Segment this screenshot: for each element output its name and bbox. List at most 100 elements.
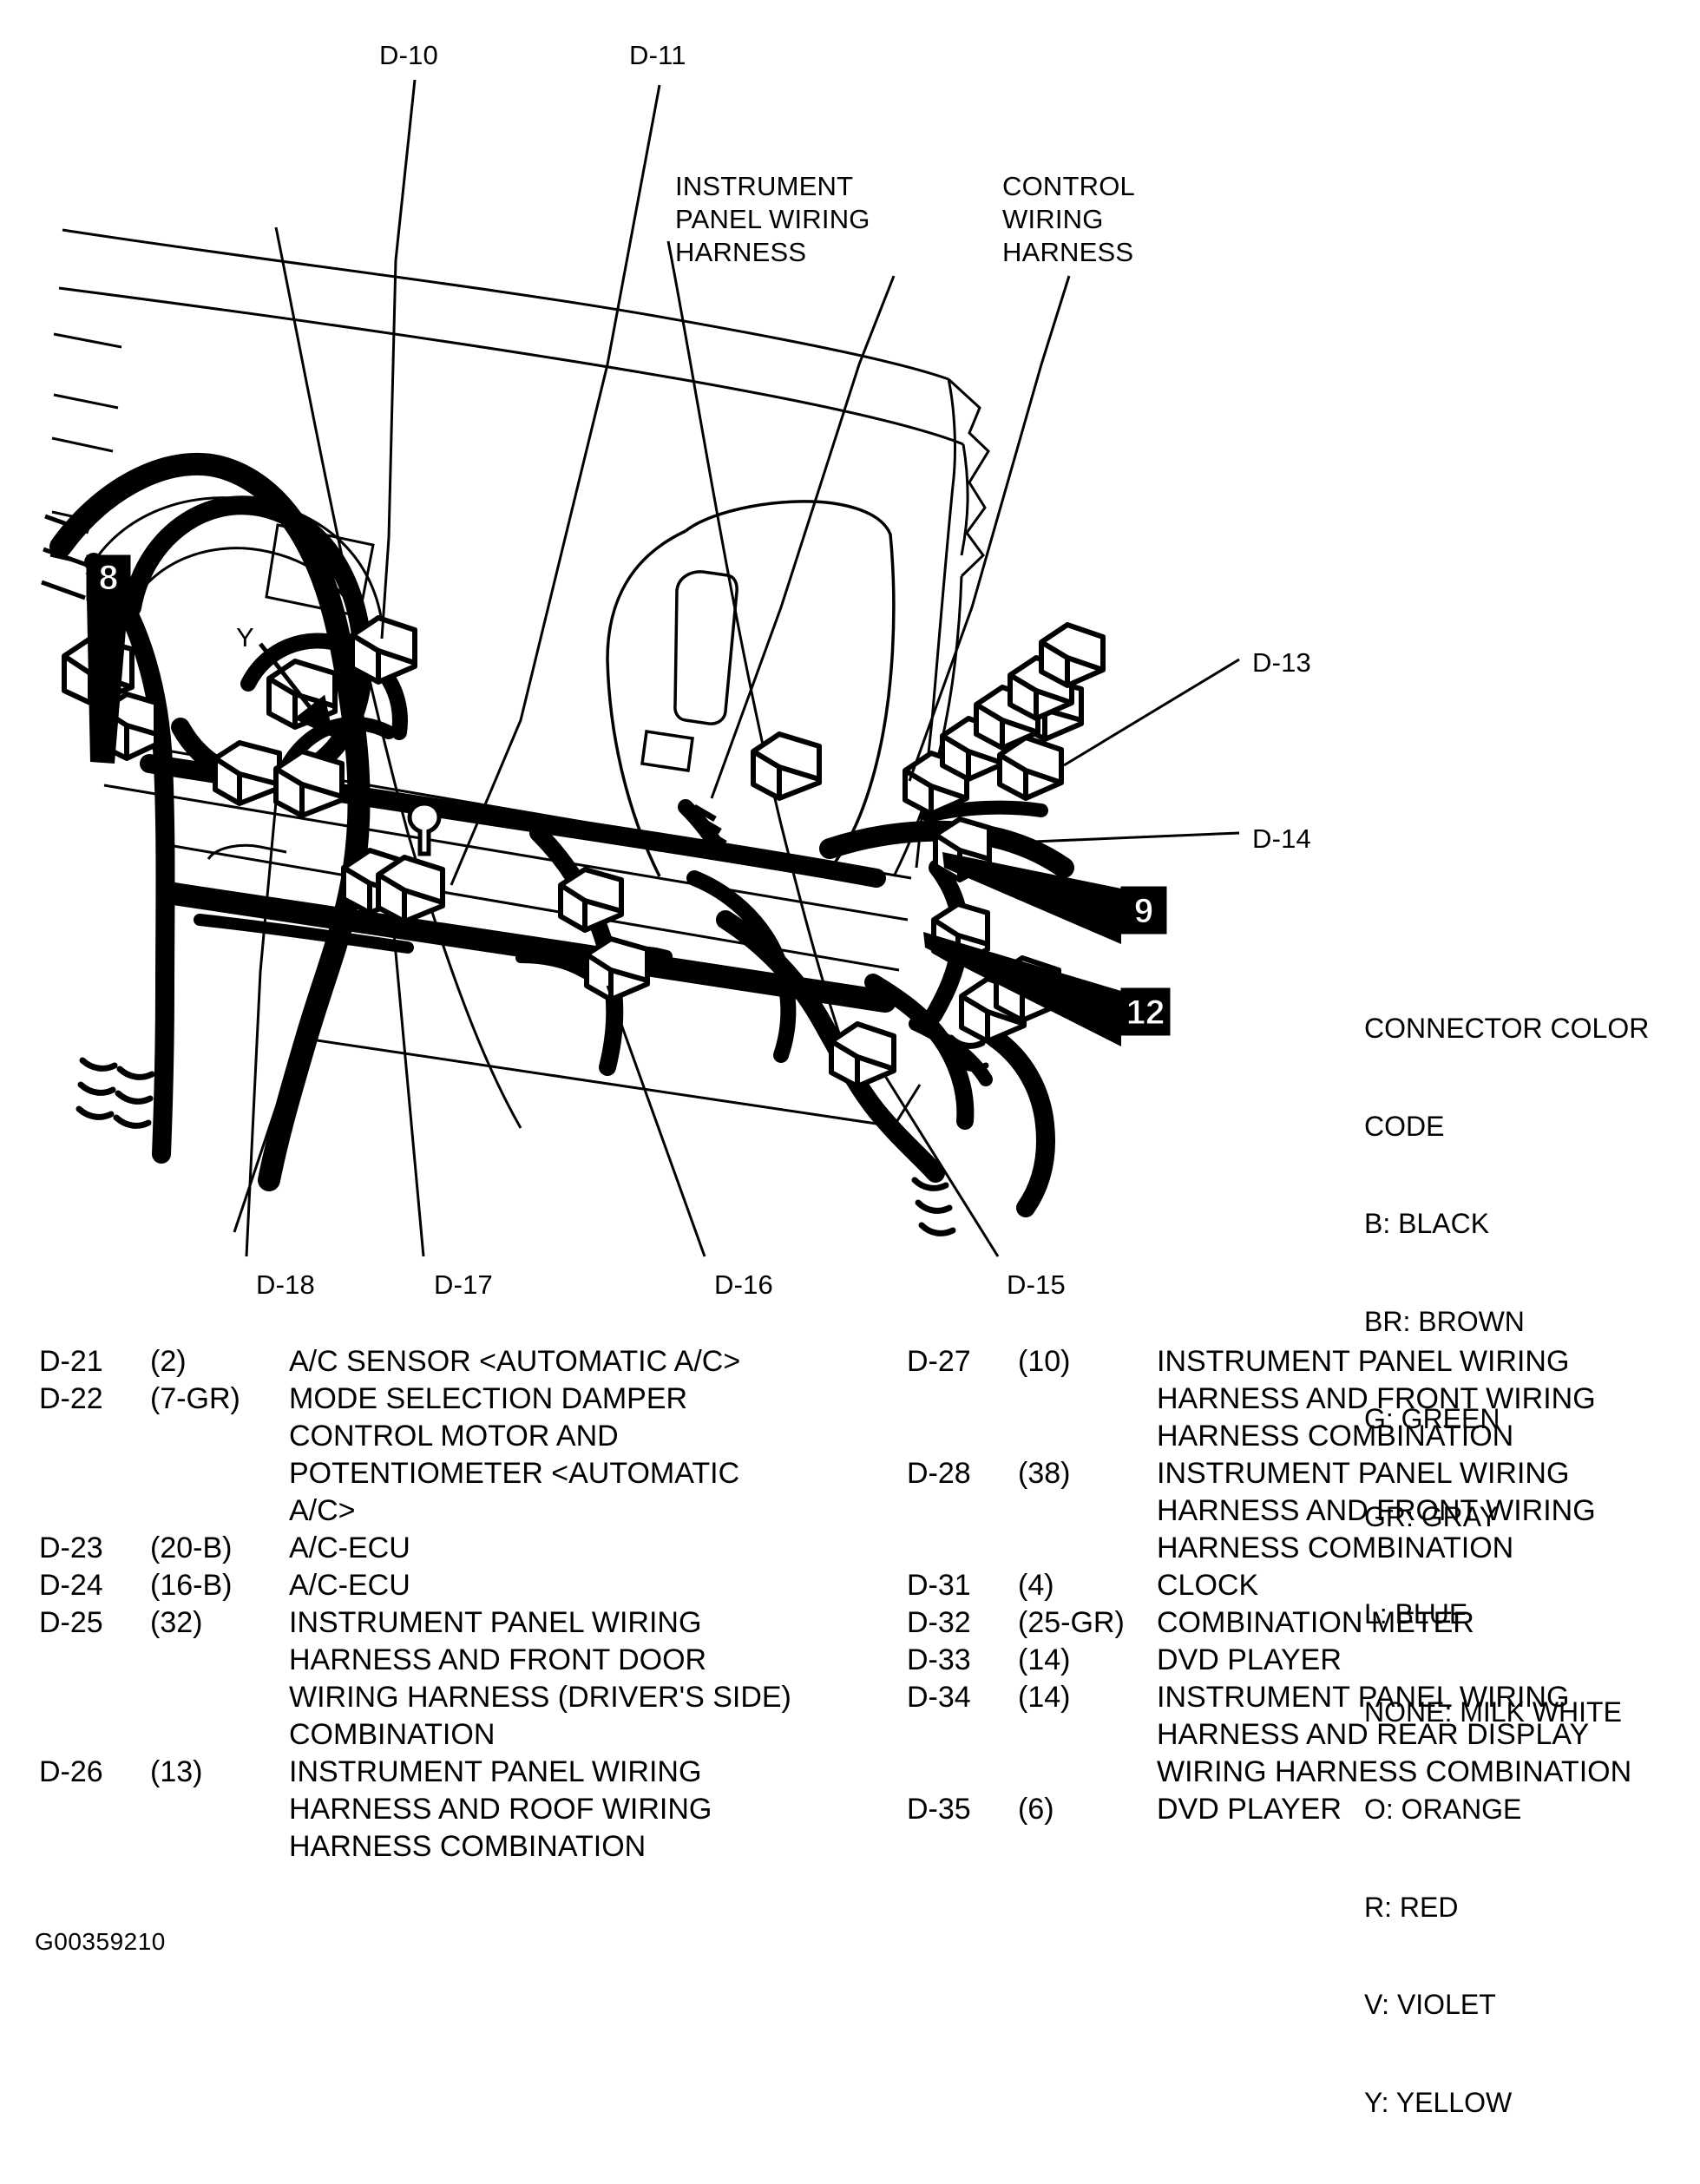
color-code-title-line1: CONNECTOR COLOR	[1364, 1013, 1650, 1044]
color-code-entry: G: GREEN	[1364, 1403, 1500, 1434]
connector-pins: (13)	[150, 1755, 203, 1788]
conduit-hatching	[692, 803, 732, 859]
reference-arrow-12	[923, 932, 1121, 1046]
connector-block	[350, 615, 417, 685]
connector-desc: INSTRUMENT PANEL WIRING HARNESS AND FRON…	[289, 1606, 791, 1751]
reference-box-12-label: 12	[1126, 994, 1165, 1032]
table-row: D-22 (7-GR) MODE SELECTION DAMPER CONTRO…	[39, 1381, 846, 1530]
connector-id: D-26	[39, 1755, 103, 1788]
connector-block	[751, 731, 822, 801]
table-row: D-31 (4) CLOCK	[907, 1567, 1688, 1604]
connector-id: D-25	[39, 1606, 103, 1639]
color-code-entry: GR: GRAY	[1364, 1500, 1499, 1532]
color-code-entry: B: BLACK	[1364, 1208, 1490, 1239]
connector-pins: (6)	[1018, 1793, 1054, 1826]
connector-id: D-21	[39, 1345, 103, 1378]
table-row: D-23 (20-B) A/C-ECU	[39, 1530, 846, 1567]
connector-desc: A/C SENSOR <AUTOMATIC A/C>	[289, 1345, 741, 1378]
reference-box-9-rect	[1120, 886, 1167, 935]
callout-d-13: D-13	[1252, 647, 1311, 678]
connector-id: D-22	[39, 1382, 103, 1415]
reference-arrow-8	[87, 599, 128, 764]
connector-block	[376, 855, 445, 924]
figure-id-code: G00359210	[35, 1928, 166, 1955]
connector-desc: MODE SELECTION DAMPER CONTROL MOTOR AND …	[289, 1382, 740, 1527]
connector-desc: COMBINATION METER	[1157, 1606, 1474, 1639]
table-row: D-25 (32) INSTRUMENT PANEL WIRING HARNES…	[39, 1604, 846, 1754]
connector-block	[558, 867, 624, 933]
connector-pins: (14)	[1018, 1681, 1071, 1714]
connector-pins: (38)	[1018, 1457, 1071, 1490]
connector-pins: (10)	[1018, 1345, 1071, 1378]
leader-lines	[245, 79, 1240, 1257]
connector-desc: INSTRUMENT PANEL WIRING HARNESS AND FRON…	[1157, 1457, 1596, 1564]
wiring-diagram: 8 9 12	[41, 40, 1650, 2118]
connector-id: D-34	[907, 1681, 971, 1714]
callout-control-wiring-harness: CONTROL WIRING HARNESS	[1002, 171, 1135, 267]
connector-desc: DVD PLAYER	[1157, 1793, 1342, 1826]
dashboard-harness-illustration: 8 9 12	[41, 79, 1240, 1257]
connector-d-15	[829, 1021, 896, 1089]
reference-box-12-rect	[1120, 987, 1171, 1036]
reference-box-9-label: 9	[1134, 892, 1153, 930]
color-code-entry: BR: BROWN	[1364, 1305, 1525, 1337]
color-code-title-line2: CODE	[1364, 1110, 1445, 1142]
color-code-entry: R: RED	[1364, 1891, 1459, 1923]
callout-d-10: D-10	[379, 40, 438, 70]
connector-pins: (14)	[1018, 1643, 1071, 1676]
connector-id: D-23	[39, 1531, 103, 1564]
connector-list-right-column: D-27 (10) INSTRUMENT PANEL WIRING HARNES…	[907, 1343, 1688, 1828]
table-row: D-21 (2) A/C SENSOR <AUTOMATIC A/C>	[39, 1343, 846, 1381]
color-code-entry: L: BLUE	[1364, 1598, 1468, 1630]
color-code-entry: Y: YELLOW	[1364, 2086, 1513, 2118]
reference-box-8-label: 8	[99, 559, 118, 597]
connector-id: D-31	[907, 1569, 971, 1602]
connector-pins: (25-GR)	[1018, 1606, 1125, 1639]
callout-d-17: D-17	[434, 1269, 493, 1300]
connector-block	[213, 740, 282, 806]
table-row: D-26 (13) INSTRUMENT PANEL WIRING HARNES…	[39, 1754, 846, 1866]
table-row: D-28 (38) INSTRUMENT PANEL WIRING HARNES…	[907, 1455, 1688, 1567]
color-code-entry: V: VIOLET	[1364, 1989, 1496, 2020]
connector-id: D-33	[907, 1643, 971, 1676]
connector-desc: A/C-ECU	[289, 1531, 410, 1564]
table-row: D-34 (14) INSTRUMENT PANEL WIRING HARNES…	[907, 1679, 1688, 1791]
table-row: D-33 (14) DVD PLAYER	[907, 1642, 1688, 1679]
callout-instrument-panel-wiring-harness: INSTRUMENT PANEL WIRING HARNESS	[675, 171, 870, 267]
callout-d-15: D-15	[1007, 1269, 1066, 1300]
table-row: D-32 (25-GR) COMBINATION METER	[907, 1604, 1688, 1642]
connector-blocks	[62, 615, 1106, 1089]
connector-pins: (20-B)	[150, 1531, 233, 1564]
connector-id: D-28	[907, 1457, 971, 1490]
connector-desc: INSTRUMENT PANEL WIRING HARNESS AND ROOF…	[289, 1755, 712, 1863]
wiring-harness-cables	[49, 452, 1074, 1217]
y-wire-arrow	[259, 642, 334, 738]
connector-desc: DVD PLAYER	[1157, 1643, 1342, 1676]
connector-pins: (7-GR)	[150, 1382, 240, 1415]
connector-id: D-32	[907, 1606, 971, 1639]
connector-d-13	[997, 735, 1064, 801]
callout-d-14: D-14	[1252, 823, 1311, 854]
callout-y-wire: Y	[236, 622, 254, 653]
connector-block	[1039, 622, 1106, 688]
callout-d-16: D-16	[714, 1269, 773, 1300]
connector-desc: INSTRUMENT PANEL WIRING HARNESS AND FRON…	[1157, 1345, 1596, 1453]
connector-pins: (16-B)	[150, 1569, 233, 1602]
connector-desc: A/C-ECU	[289, 1569, 410, 1602]
table-row: D-35 (6) DVD PLAYER	[907, 1791, 1688, 1828]
connector-block	[584, 936, 650, 1002]
connector-pins: (4)	[1018, 1569, 1054, 1602]
table-row: D-24 (16-B) A/C-ECU	[39, 1567, 846, 1604]
color-code-entry: NONE: MILK WHITE	[1364, 1695, 1622, 1728]
connector-list-left-column: D-21 (2) A/C SENSOR <AUTOMATIC A/C> D-22…	[39, 1343, 846, 1866]
callout-d-18: D-18	[256, 1269, 315, 1300]
connector-list-table: D-21 (2) A/C SENSOR <AUTOMATIC A/C> D-22…	[0, 1343, 1700, 1933]
harness-clip-icon	[407, 801, 442, 856]
callout-d-11: D-11	[629, 40, 686, 70]
connector-desc: INSTRUMENT PANEL WIRING HARNESS AND REAR…	[1157, 1681, 1632, 1788]
connector-pins: (32)	[150, 1606, 203, 1639]
connector-desc: CLOCK	[1157, 1569, 1259, 1602]
connector-block	[273, 749, 345, 818]
reference-arrow-9	[942, 852, 1121, 944]
connector-pins: (2)	[150, 1345, 187, 1378]
